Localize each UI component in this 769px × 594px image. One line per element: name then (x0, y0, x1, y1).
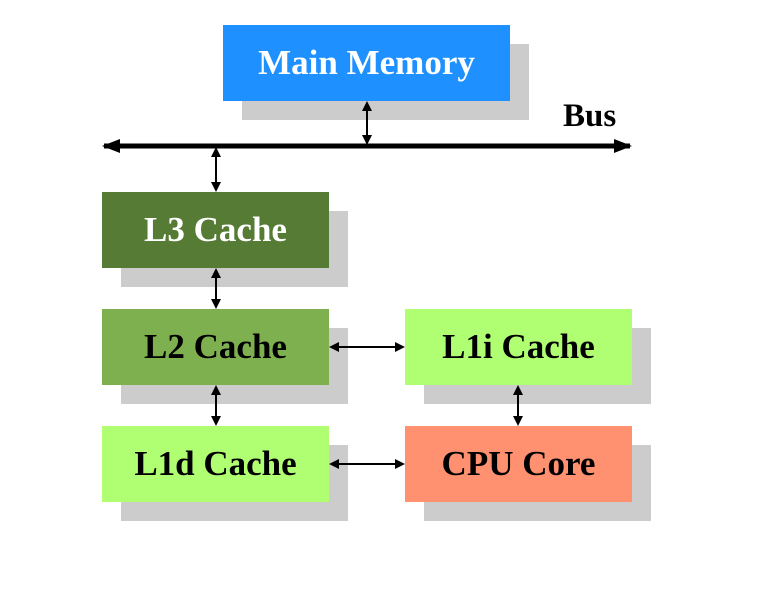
l2-cache-label: L2 Cache (144, 327, 287, 366)
l1d-cache-box: L1d Cache (102, 426, 329, 502)
l3-cache-label: L3 Cache (144, 210, 287, 249)
main-memory-label: Main Memory (258, 43, 475, 82)
l1i-cache-box: L1i Cache (405, 309, 632, 385)
bus-label: Bus (563, 98, 617, 134)
l3-cache-box: L3 Cache (102, 192, 329, 268)
cpu-core-label: CPU Core (441, 444, 596, 483)
cpu-core-box: CPU Core (405, 426, 632, 502)
l1d-cache-label: L1d Cache (134, 444, 297, 483)
main-memory-box: Main Memory (223, 25, 510, 101)
l1i-cache-label: L1i Cache (442, 327, 595, 366)
l2-cache-box: L2 Cache (102, 309, 329, 385)
